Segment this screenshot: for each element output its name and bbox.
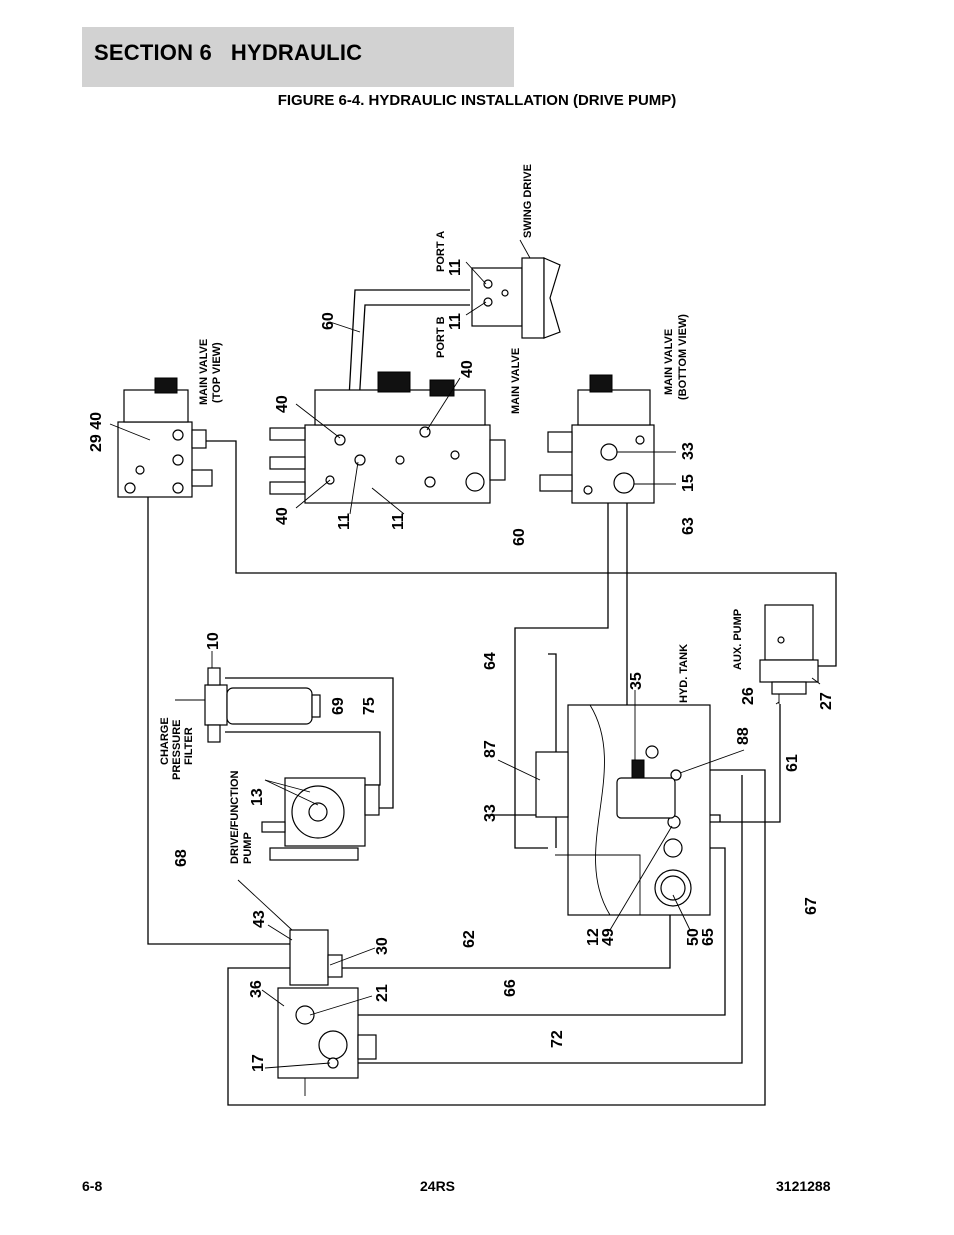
figure-title: FIGURE 6-4. HYDRAULIC INSTALLATION (DRIV…	[277, 92, 677, 109]
callout-26: 26	[740, 687, 757, 705]
section-header-bar	[82, 27, 514, 87]
label-swing-drive: SWING DRIVE	[522, 164, 534, 238]
label-charge-1: CHARGE	[159, 717, 171, 765]
footer-doc-number: 3121288	[776, 1178, 831, 1194]
footer-model: 24RS	[420, 1178, 456, 1194]
callout-65: 65	[700, 928, 717, 946]
callout-40-top: 40	[274, 395, 291, 413]
callout-66: 66	[502, 979, 519, 997]
callout-40-low: 40	[274, 507, 291, 525]
callout-75: 75	[361, 697, 378, 715]
callout-60-mid: 60	[511, 528, 528, 546]
callout-33-low: 33	[482, 804, 499, 822]
callout-15: 15	[680, 474, 697, 492]
callout-13: 13	[249, 788, 266, 806]
callout-88: 88	[735, 727, 752, 745]
label-main-valve: MAIN VALVE	[510, 348, 522, 414]
main-valve-top-view	[117, 377, 213, 498]
label-main-valve-bottom-2: (BOTTOM VIEW)	[677, 314, 689, 400]
callout-62: 62	[461, 930, 478, 948]
label-hyd-tank: HYD. TANK	[678, 644, 690, 703]
callout-67: 67	[803, 897, 820, 915]
callout-40-mid: 40	[459, 360, 476, 378]
callout-49: 49	[600, 928, 617, 946]
piston-drive-pump	[277, 929, 377, 1096]
label-drive-pump-1: DRIVE/FUNCTION	[229, 770, 241, 864]
component-labels: SWING DRIVE PORT A PORT B MAIN VALVE MAI…	[159, 164, 744, 864]
callout-10: 10	[205, 632, 222, 650]
label-charge-2: PRESSURE	[171, 719, 183, 780]
callout-64: 64	[482, 652, 499, 670]
callout-11-left: 11	[336, 513, 353, 530]
callout-17: 17	[250, 1054, 267, 1072]
callout-27: 27	[818, 692, 835, 710]
callout-29-40: 29 40	[88, 412, 105, 452]
callout-35: 35	[628, 672, 645, 690]
callout-11-port-a: 11	[447, 259, 464, 276]
callout-36: 36	[248, 980, 265, 998]
callout-60-top: 60	[320, 312, 337, 330]
callout-11-port-b: 11	[447, 313, 464, 330]
callout-87: 87	[482, 740, 499, 758]
hydraulic-tank	[535, 704, 711, 916]
label-port-a: PORT A	[435, 231, 447, 272]
callout-43: 43	[251, 910, 268, 928]
label-main-valve-top-1: MAIN VALVE	[198, 339, 210, 405]
main-valve-bottom-view	[539, 374, 655, 504]
callout-50: 50	[685, 928, 702, 946]
label-aux-pump: AUX. PUMP	[732, 609, 744, 670]
callout-33-top: 33	[680, 442, 697, 460]
footer-page-number: 6-8	[82, 1178, 103, 1194]
callout-63: 63	[680, 517, 697, 535]
callout-numbers: 11 11 60 40 40 40 11 11 29 40 33 15 63 6…	[88, 259, 835, 1072]
label-drive-pump-2: PUMP	[242, 832, 254, 864]
callout-72: 72	[549, 1030, 566, 1048]
drive-function-pump	[261, 777, 380, 861]
callout-12: 12	[585, 928, 602, 946]
label-main-valve-top-2: (TOP VIEW)	[211, 342, 223, 403]
swing-drive	[471, 239, 561, 339]
callout-69: 69	[330, 697, 347, 715]
callout-30: 30	[374, 937, 391, 955]
label-port-b: PORT B	[435, 316, 447, 358]
label-main-valve-bottom-1: MAIN VALVE	[663, 329, 675, 395]
label-charge-3: FILTER	[183, 727, 195, 765]
charge-pressure-filter	[175, 667, 321, 743]
aux-pump	[759, 604, 819, 704]
callout-61: 61	[784, 754, 801, 772]
section-title: SECTION 6 HYDRAULIC	[94, 40, 363, 65]
callout-11-right: 11	[390, 513, 407, 530]
main-valve-center	[269, 371, 506, 504]
callout-68: 68	[173, 849, 190, 867]
leader-lines	[109, 261, 821, 1069]
callout-21: 21	[374, 984, 391, 1002]
